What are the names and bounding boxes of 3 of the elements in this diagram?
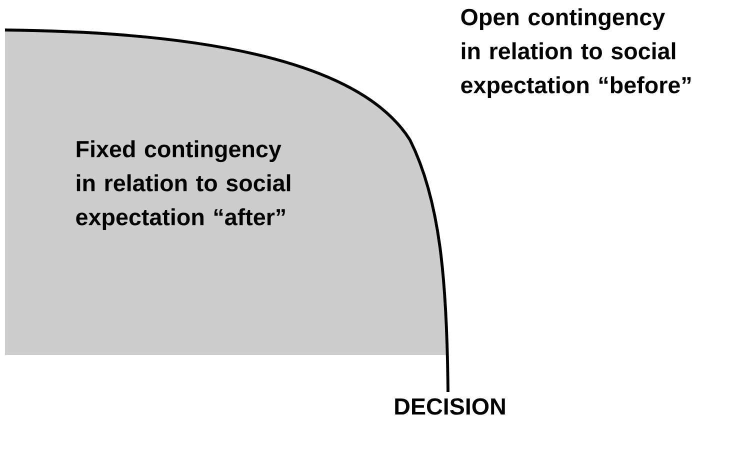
label-text: Open contingency in relation to social expectation “before” — [461, 8, 691, 98]
shaded-region: Fixed contingency in relation to social expectation “after” — [4, 28, 450, 392]
label-text: DECISION — [395, 398, 505, 415]
